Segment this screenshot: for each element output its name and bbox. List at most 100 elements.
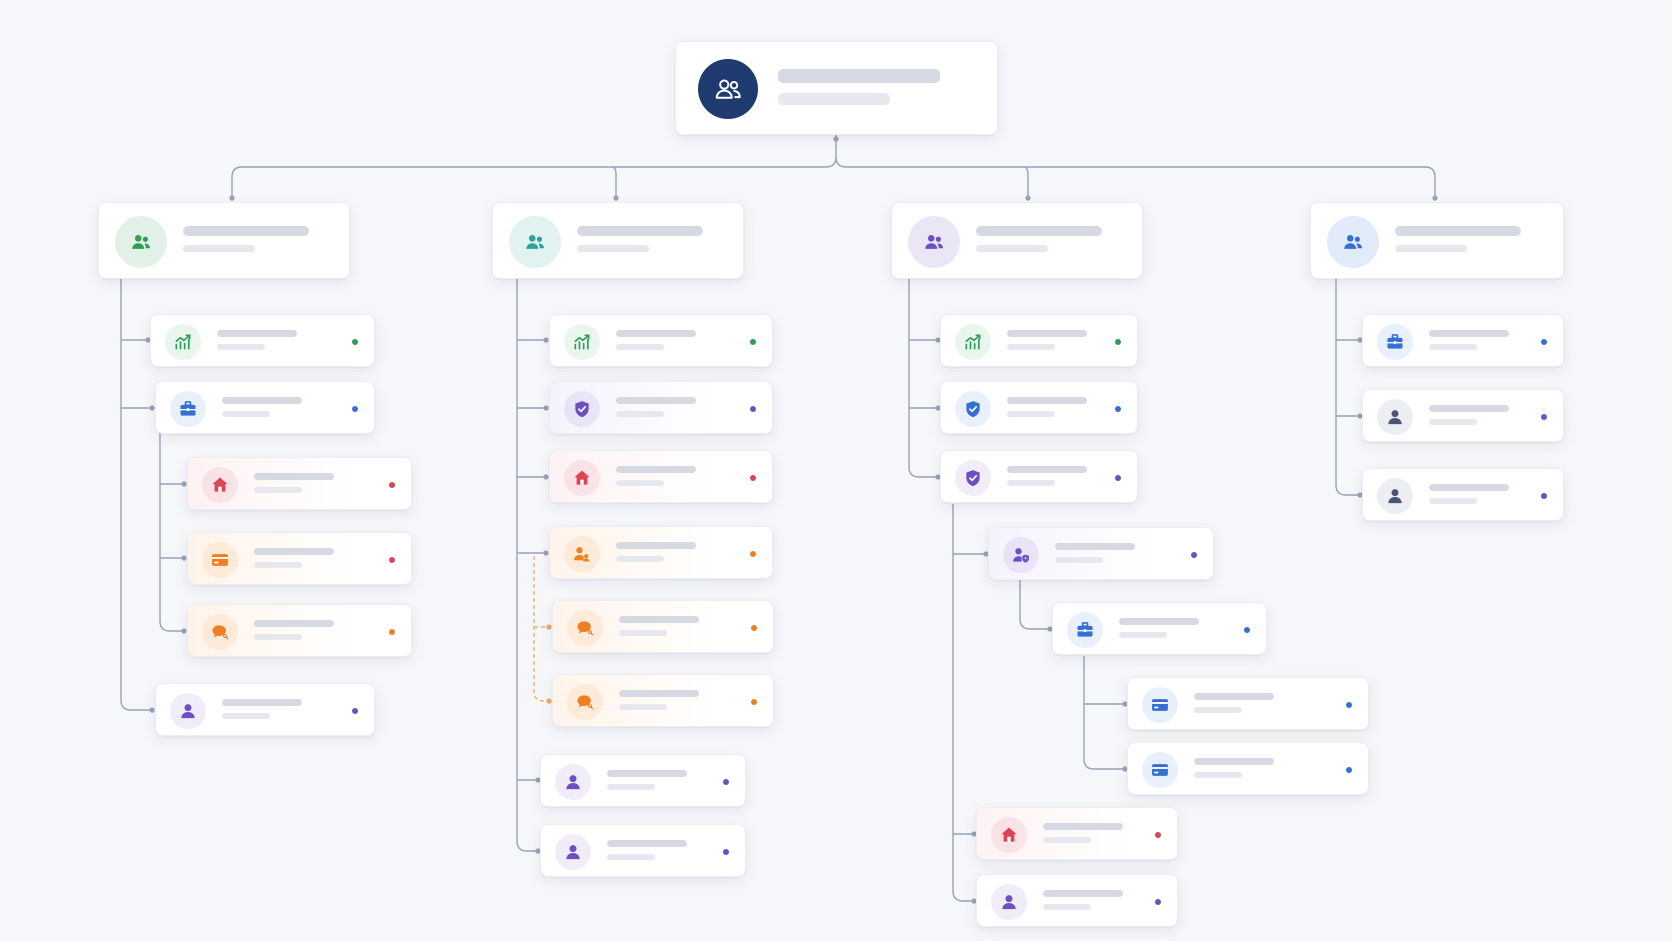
group-3-sub-user-admin[interactable] — [988, 527, 1214, 580]
status-dot — [750, 338, 756, 345]
group-3-item-home[interactable] — [976, 807, 1178, 860]
group-1[interactable] — [98, 202, 350, 279]
subtitle-placeholder — [1007, 411, 1055, 417]
subtitle-placeholder — [976, 245, 1048, 252]
trunk-left — [231, 135, 837, 199]
group-4[interactable] — [1310, 202, 1564, 279]
status-dot — [1346, 766, 1352, 773]
subtitle-placeholder — [1119, 632, 1167, 638]
group-1-sub-home[interactable] — [187, 457, 412, 510]
group-3-item-person[interactable] — [976, 874, 1178, 927]
group-3-sub-card-2[interactable] — [1127, 742, 1369, 795]
group-4-item-person-2[interactable] — [1362, 468, 1564, 521]
briefcase-icon — [1377, 323, 1413, 360]
shield-icon — [564, 390, 600, 427]
branch-line — [1019, 580, 1050, 630]
status-dot — [352, 405, 358, 412]
group-2-item-person-2[interactable] — [540, 824, 746, 877]
group-1-sub-card[interactable] — [187, 532, 412, 585]
title-placeholder — [1007, 330, 1087, 337]
title-placeholder — [1007, 466, 1087, 473]
shield-icon — [955, 390, 991, 427]
branch-line — [533, 556, 549, 702]
title-placeholder — [1194, 758, 1274, 765]
subtitle-placeholder — [616, 480, 664, 486]
connector-node — [149, 707, 155, 713]
group-1-item-briefcase[interactable] — [155, 381, 375, 434]
title-placeholder — [217, 330, 297, 337]
group-2-item-people[interactable] — [549, 526, 773, 579]
subtitle-placeholder — [778, 93, 890, 105]
group-2-sub-chat-2[interactable] — [552, 674, 774, 727]
status-dot — [1346, 701, 1352, 708]
person-icon — [555, 763, 591, 800]
subtitle-placeholder — [1194, 772, 1242, 778]
title-placeholder — [619, 616, 699, 623]
connector-node — [181, 555, 187, 561]
status-dot — [1155, 898, 1161, 905]
branch-line — [952, 504, 974, 902]
status-dot — [389, 628, 395, 635]
group-4-item-person-1[interactable] — [1362, 389, 1564, 442]
title-placeholder — [778, 69, 940, 83]
connector-node — [1025, 195, 1031, 201]
group-3-sub-card-1[interactable] — [1127, 677, 1369, 730]
status-dot — [751, 624, 757, 631]
group-3-item-chart[interactable] — [940, 314, 1138, 367]
card-icon — [1142, 751, 1178, 788]
title-placeholder — [1429, 330, 1509, 337]
subtitle-placeholder — [254, 562, 302, 568]
group-4-item-briefcase[interactable] — [1362, 314, 1564, 367]
connector-node — [833, 136, 839, 142]
group-3-item-shield-purple[interactable] — [940, 450, 1138, 503]
group-2-item-home[interactable] — [549, 450, 773, 503]
subtitle-placeholder — [1043, 837, 1091, 843]
users-icon — [115, 215, 167, 268]
group-2[interactable] — [492, 202, 744, 279]
branch-line — [1083, 656, 1125, 770]
subtitle-placeholder — [616, 411, 664, 417]
connector-node — [546, 698, 552, 704]
title-placeholder — [254, 620, 334, 627]
status-dot — [389, 556, 395, 563]
title-placeholder — [183, 226, 309, 236]
chart-icon — [955, 323, 991, 360]
title-placeholder — [1429, 405, 1509, 412]
home-icon — [991, 816, 1027, 853]
title-placeholder — [607, 770, 687, 777]
chart-icon — [564, 323, 600, 360]
group-1-sub-chat[interactable] — [187, 604, 412, 657]
title-placeholder — [1194, 693, 1274, 700]
subtitle-placeholder — [1194, 707, 1242, 713]
group-3[interactable] — [891, 202, 1143, 279]
subtitle-placeholder — [1429, 344, 1477, 350]
subtitle-placeholder — [619, 630, 667, 636]
trunk-drop — [611, 166, 617, 199]
connector-node — [1432, 195, 1438, 201]
status-dot — [1541, 492, 1547, 499]
group-2-item-person-1[interactable] — [540, 754, 746, 807]
person-icon — [1377, 398, 1413, 435]
group-1-item-person[interactable] — [155, 683, 375, 736]
subtitle-placeholder — [222, 713, 270, 719]
connector-node — [181, 481, 187, 487]
title-placeholder — [607, 840, 687, 847]
org-root[interactable] — [675, 41, 998, 135]
subtitle-placeholder — [607, 784, 655, 790]
subtitle-placeholder — [616, 344, 664, 350]
group-2-item-chart[interactable] — [549, 314, 773, 367]
group-2-sub-chat-1[interactable] — [552, 600, 774, 653]
person-icon — [170, 692, 206, 729]
people-icon — [564, 535, 600, 572]
card-icon — [202, 541, 238, 578]
group-2-item-shield[interactable] — [549, 381, 773, 434]
users-icon — [698, 59, 758, 119]
connector-node — [543, 474, 549, 480]
users-icon — [908, 215, 960, 268]
group-3-sub-briefcase[interactable] — [1052, 602, 1267, 655]
group-1-item-chart[interactable] — [150, 314, 375, 367]
shield-icon — [955, 459, 991, 496]
group-3-item-shield-blue[interactable] — [940, 381, 1138, 434]
subtitle-placeholder — [1395, 245, 1467, 252]
title-placeholder — [222, 699, 302, 706]
